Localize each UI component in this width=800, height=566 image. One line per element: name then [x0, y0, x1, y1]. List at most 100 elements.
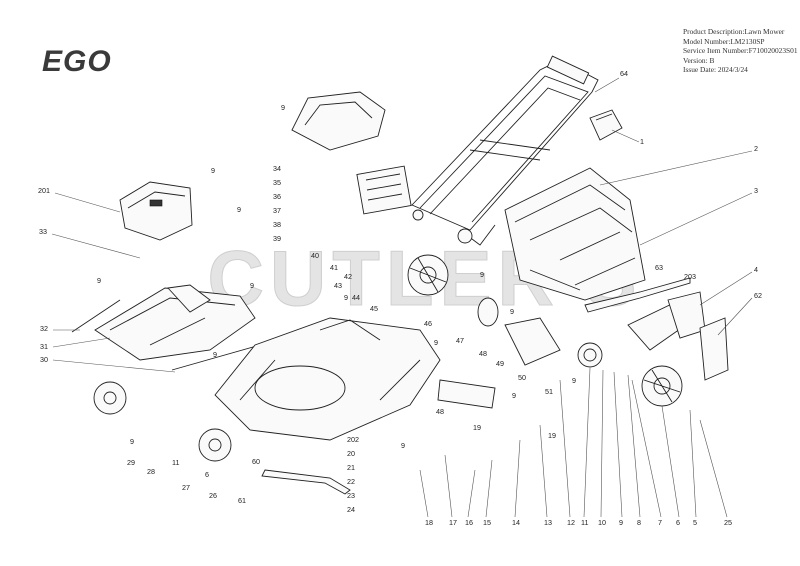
callout-42: 42 — [344, 272, 352, 281]
callout-34: 34 — [273, 164, 281, 173]
callout-9f: 9 — [344, 293, 348, 302]
callout-10: 9 — [619, 518, 623, 527]
callout-19: 19 — [473, 423, 481, 432]
callout-49: 49 — [496, 359, 504, 368]
callout-26: 26 — [209, 491, 217, 500]
callout-25: 24 — [347, 505, 355, 514]
callout-11b: 10 — [598, 518, 606, 527]
callout-27: 27 — [182, 483, 190, 492]
rear-baffle — [437, 379, 496, 409]
callout-11: 11 — [172, 458, 179, 467]
callout-20: 202 — [347, 435, 359, 444]
callout-18: 17 — [449, 518, 457, 527]
wheel-rear-left — [407, 254, 449, 296]
callout-38: 38 — [273, 220, 281, 229]
callout-9b: 9 — [97, 276, 101, 285]
callout-29: 29 — [127, 458, 135, 467]
callout-4: 62 — [754, 291, 762, 300]
callout-21: 20 — [347, 449, 355, 458]
callout-48b: 48 — [436, 407, 444, 416]
product-info-block: Product Description:Lawn Mower Model Num… — [683, 27, 798, 75]
callout-17: 16 — [465, 518, 473, 527]
motor-cover — [291, 91, 412, 215]
callout-15: 14 — [512, 518, 520, 527]
blade-62 — [584, 277, 691, 313]
deck-cover — [71, 284, 261, 371]
callout-7: 6 — [676, 518, 680, 527]
wheel-rear-right — [641, 365, 683, 407]
ego-logo: EGO — [40, 44, 150, 78]
service-item-number: Service Item Number:F710020023S01 — [683, 46, 798, 56]
callout-39: 39 — [273, 234, 281, 243]
callout-9d: 9 — [281, 103, 285, 112]
callout-47: 47 — [456, 336, 464, 345]
callout-16: 15 — [483, 518, 491, 527]
callout-63: 203 — [684, 272, 696, 281]
blade-61 — [261, 469, 351, 495]
battery-pack — [119, 181, 193, 241]
callout-9g: 9 — [434, 338, 438, 347]
callout-6b: 5 — [693, 518, 697, 527]
callout-35: 35 — [273, 178, 281, 187]
mulch-parts — [627, 291, 729, 381]
callout-30: 30 — [40, 355, 48, 364]
callout-9: 9 — [211, 166, 215, 175]
model-number: Model Number:LM2130SP — [683, 36, 765, 46]
callout-19c: 18 — [425, 518, 433, 527]
callout-5: 25 — [724, 518, 732, 527]
wheel-front-right — [198, 428, 232, 462]
grass-bag — [504, 167, 646, 301]
callout-3: 4 — [754, 265, 758, 274]
callouts: 201 9 33 9 32 31 30 9 29 28 11 27 6 26 6… — [38, 69, 762, 527]
callout-60: 60 — [252, 457, 260, 466]
callout-28: 28 — [147, 467, 155, 476]
callout-203: 9 — [510, 307, 514, 316]
callout-9i: 9 — [572, 376, 576, 385]
callout-50: 50 — [518, 373, 526, 382]
motor — [477, 297, 603, 368]
product-description: Product Description:Lawn Mower — [683, 27, 785, 36]
callout-33: 33 — [39, 227, 47, 236]
callout-45: 45 — [370, 304, 378, 313]
callout-13: 12 — [567, 518, 575, 527]
issue-date: Issue Date: 2024/3/24 — [683, 65, 748, 75]
callout-46: 46 — [424, 319, 432, 328]
wheel-front-left — [93, 381, 127, 415]
callout-48: 48 — [479, 349, 487, 358]
callout-9e: 9 — [250, 281, 254, 290]
callout-61: 61 — [238, 496, 246, 505]
callout-8: 7 — [658, 518, 662, 527]
callout-9k: 8 — [637, 518, 641, 527]
callout-36: 36 — [273, 192, 281, 201]
callout-41: 41 — [330, 263, 338, 272]
logo-text: EGO — [42, 45, 112, 76]
callout-24: 23 — [347, 491, 355, 500]
leader-lines — [419, 367, 728, 518]
callout-14: 13 — [544, 518, 552, 527]
callout-37: 37 — [273, 206, 281, 215]
callout-44: 44 — [352, 293, 360, 302]
callout-64: 1 — [640, 137, 644, 146]
version: Version: B — [683, 55, 715, 65]
callout-23: 22 — [347, 477, 355, 486]
callout-31: 31 — [40, 342, 48, 351]
callout-2: 3 — [754, 186, 758, 195]
callout-202: 64 — [620, 69, 628, 78]
callout-19b: 19 — [548, 431, 556, 440]
mower-deck — [214, 317, 441, 441]
callout-9m: 9 — [237, 205, 241, 214]
callout-9h: 9 — [512, 391, 516, 400]
handle-assembly — [411, 55, 599, 246]
battery-indicator — [589, 109, 623, 141]
callout-32: 32 — [40, 324, 48, 333]
callout-9c: 9 — [130, 437, 134, 446]
callout-12: 11 — [581, 518, 588, 527]
callout-1: 2 — [754, 144, 758, 153]
callout-62: 63 — [655, 263, 663, 272]
callout-22: 21 — [347, 463, 355, 472]
callout-201: 201 — [38, 186, 50, 195]
callout-9l: 9 — [480, 270, 484, 279]
callout-9n: 9 — [213, 350, 217, 359]
